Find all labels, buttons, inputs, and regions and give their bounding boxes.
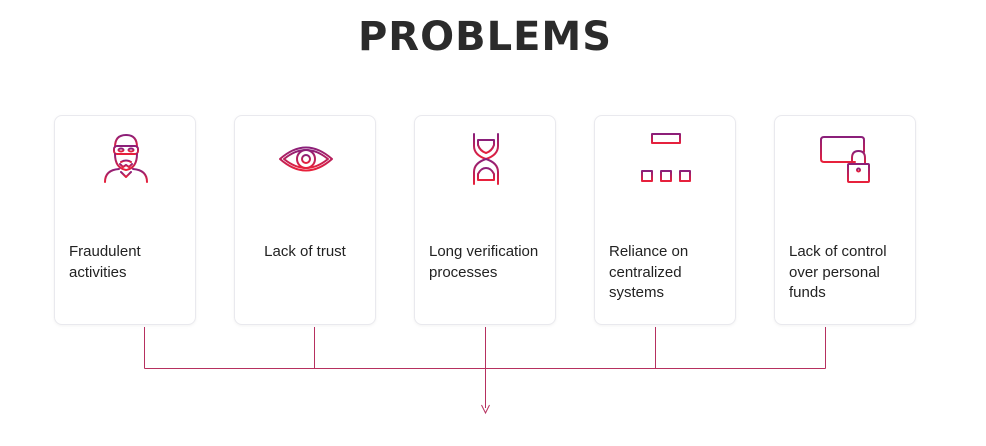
card-lock-icon — [817, 130, 875, 188]
eye-icon — [277, 130, 335, 188]
hierarchy-icon — [637, 130, 695, 188]
thief-icon — [97, 130, 155, 188]
problem-card-control: Lack of control over personal funds — [774, 115, 916, 325]
card-label: Fraudulent activities — [69, 243, 141, 281]
card-label: Lack of trust — [264, 243, 346, 260]
problem-card-trust: Lack of trust — [234, 115, 376, 325]
problem-card-fraud: Fraudulent activities — [54, 115, 196, 325]
arrow-head — [481, 404, 490, 415]
card-label: Reliance on centralized systems — [609, 243, 689, 301]
problem-card-verification: Long verification processes — [414, 115, 556, 325]
problem-card-centralized: Reliance on centralized systems — [594, 115, 736, 325]
hourglass-icon — [457, 130, 515, 188]
page-title: PROBLEMS — [357, 14, 613, 60]
card-label: Long verification processes — [429, 243, 539, 281]
card-label: Lack of control over personal funds — [789, 243, 887, 301]
